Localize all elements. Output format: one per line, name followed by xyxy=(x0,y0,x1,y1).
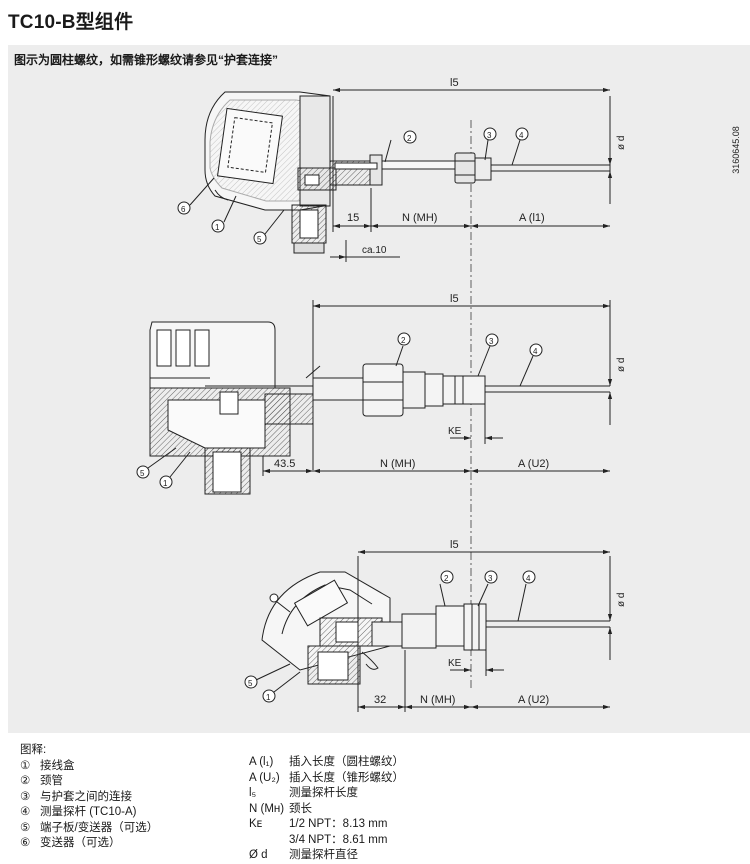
drawing-caption: 图示为圆柱螺纹，如需锥形螺纹请参见“护套连接” xyxy=(14,53,279,67)
legend-item: ③ 与护套之间的连接 xyxy=(20,790,158,806)
legend-text: 端子板/变送器（可选） xyxy=(40,821,159,834)
assembly-view-2: l5 ø d 43.5 N (MH) A (U2) KE 2 3 4 5 1 xyxy=(136,293,627,495)
legend-item: ④ 测量探杆 (TC10-A) xyxy=(20,805,158,821)
legend-text: 插入长度（圆柱螺纹） xyxy=(289,756,404,768)
dim-l5-2: l5 xyxy=(450,293,459,305)
callout-4-v2: 4 xyxy=(533,347,538,356)
legend-text: 插入长度（锥形螺纹） xyxy=(289,771,404,784)
legend-num: ① xyxy=(20,759,31,772)
legend-item: ① 接线盒 xyxy=(20,759,158,775)
dim-ke-1: KE xyxy=(448,426,462,437)
callout-4-v1: 4 xyxy=(519,131,524,140)
callout-2-v1: 2 xyxy=(407,134,412,143)
legend-symbol: A (U₂) xyxy=(249,771,280,784)
callout-5-v1: 5 xyxy=(257,235,262,244)
dim-43-5: 43.5 xyxy=(274,458,295,470)
legend-symbol: Ø d xyxy=(249,849,268,861)
callout-4-v3: 4 xyxy=(526,574,531,583)
legend-num: ④ xyxy=(20,806,31,818)
dim-ke-2: KE xyxy=(448,658,462,669)
legend-text: 接线盒 xyxy=(40,759,75,772)
callout-1-v2: 1 xyxy=(163,479,168,488)
dim-a-u2-2: A (U2) xyxy=(518,694,549,706)
dim-n-mh-2: N (MH) xyxy=(380,458,415,470)
dim-phi-d-1: ø d xyxy=(616,136,627,150)
legend-text: 与护套之间的连接 xyxy=(40,790,132,803)
callout-3-v3: 3 xyxy=(488,574,493,583)
legend-right: A (l₁) 插入长度（圆柱螺纹） A (U₂) 插入长度（锥形螺纹） l₅ 测量探杆… xyxy=(249,755,404,864)
legend-text: 测量探杆直径 xyxy=(289,849,358,861)
callout-2-v2: 2 xyxy=(401,336,406,345)
legend-item: Ø d 测量探杆直径 xyxy=(249,848,404,864)
callout-3-v1: 3 xyxy=(487,131,492,140)
assembly-view-3: l5 ø d 32 N (MH) A (U2) KE 2 3 4 5 1 xyxy=(244,539,627,712)
legend-text: 颈管 xyxy=(40,775,63,787)
dim-n-mh-1: N (MH) xyxy=(402,212,437,224)
legend-item: l₅ 测量探杆长度 xyxy=(249,786,404,802)
legend-symbol: Kᴇ xyxy=(249,818,263,830)
callout-5-v3: 5 xyxy=(248,679,253,688)
doc-number: 3160645.08 xyxy=(731,126,741,174)
callout-5-v2: 5 xyxy=(140,469,145,478)
legend-text: 颈长 xyxy=(289,802,312,815)
callout-1-v3: 1 xyxy=(266,693,271,702)
legend-symbol: l₅ xyxy=(249,787,257,799)
legend-symbol: A (l₁) xyxy=(249,756,274,768)
legend-item: ② 颈管 xyxy=(20,774,158,790)
legend-text: 变送器（可选） xyxy=(40,837,121,849)
dim-phi-d-3: ø d xyxy=(616,593,627,607)
legend-symbol: N (Mʜ) xyxy=(249,802,285,815)
legend-symbol xyxy=(249,833,289,849)
callout-2-v3: 2 xyxy=(444,574,449,583)
callout-1-v1: 1 xyxy=(215,223,220,232)
dim-a-u2-1: A (U2) xyxy=(518,458,549,470)
dim-15: 15 xyxy=(347,212,359,224)
legend-item: ⑥ 变送器（可选） xyxy=(20,836,158,852)
legend-text: 测量探杆 (TC10-A) xyxy=(40,806,137,818)
legend-heading: 图释: xyxy=(20,744,47,756)
page-title: TC10-B型组件 xyxy=(8,12,134,33)
dim-ca10: ca.10 xyxy=(362,245,387,256)
callout-3-v2: 3 xyxy=(489,337,494,346)
legend-item: A (l₁) 插入长度（圆柱螺纹） xyxy=(249,755,404,771)
callout-6-v1: 6 xyxy=(181,205,186,214)
dim-l5-3: l5 xyxy=(450,539,459,551)
dim-32: 32 xyxy=(374,694,386,706)
legend-item: Kᴇ 1/2 NPT：8.13 mm xyxy=(249,817,404,833)
legend-text: 测量探杆长度 xyxy=(289,787,358,799)
dim-l5-1: l5 xyxy=(450,77,459,89)
dim-n-mh-3: N (MH) xyxy=(420,694,455,706)
legend-num: ③ xyxy=(20,790,31,803)
legend-num: ② xyxy=(20,775,31,787)
legend-text: 1/2 NPT：8.13 mm xyxy=(289,818,388,830)
dim-a-l1: A (l1) xyxy=(519,212,545,224)
assembly-view-1: l5 ø d 15 N (MH) A (l1) ca.10 2 3 4 6 1 … xyxy=(177,77,627,262)
dim-phi-d-2: ø d xyxy=(616,358,627,372)
legend-item: A (U₂) 插入长度（锥形螺纹） xyxy=(249,771,404,787)
legend-item: N (Mʜ) 颈长 xyxy=(249,802,404,818)
legend-item: 3/4 NPT：8.61 mm xyxy=(249,833,404,849)
legend-text: 3/4 NPT：8.61 mm xyxy=(289,833,388,846)
legend-num: ⑤ xyxy=(20,821,31,834)
legend-item: ⑤ 端子板/变送器（可选） xyxy=(20,821,158,837)
legend-num: ⑥ xyxy=(20,837,31,849)
